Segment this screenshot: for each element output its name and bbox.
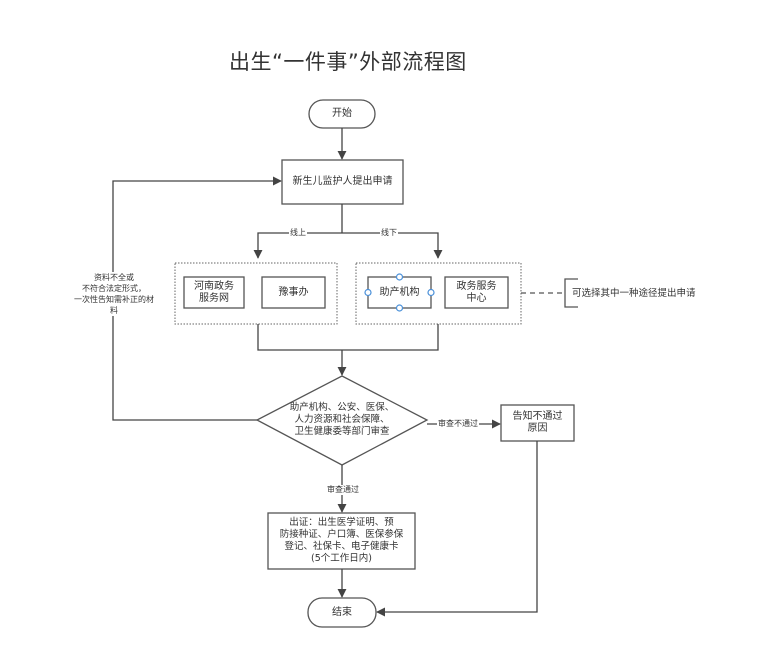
offline-b-node-label: 政务服务 中心 (456, 280, 497, 304)
edge-label-offline: 线下 (380, 228, 398, 238)
selection-handle-left[interactable] (364, 288, 372, 297)
edge-label-not-passed: 审查不通过 (437, 419, 479, 429)
reject-node-label: 告知不通过 原因 (512, 411, 563, 434)
online-a-node-label: 河南政务 服务网 (194, 280, 234, 304)
edge-offline-branch (342, 232, 443, 259)
applicant-node-label: 新生儿监护人提出申请 (292, 176, 393, 187)
edge-online-branch (253, 232, 342, 259)
end-node-label: 结束 (332, 606, 352, 618)
offline-a-node-label: 助产机构 (379, 286, 420, 298)
selection-handle-bottom[interactable] (395, 304, 404, 312)
note-bracket (564, 278, 578, 308)
selection-handle-right[interactable] (427, 288, 435, 297)
edge-label-online: 线上 (289, 228, 307, 238)
edge-label-passed: 审查通过 (326, 485, 360, 495)
selection-handle-top[interactable] (395, 273, 404, 281)
edge-merge (257, 324, 439, 351)
online-b-node-label: 豫事办 (278, 286, 309, 298)
issue-node-label: 出证：出生医学证明、预 防接种证、户口簿、医保参保 登记、社保卡、电子健康卡 (… (279, 517, 404, 564)
edge-reject-to-end (376, 441, 538, 617)
applicant-node-shape[interactable] (281, 159, 404, 205)
online-b-node-shape[interactable] (261, 276, 326, 309)
review-node-label: 助产机构、公安、医保、 人力资源和社会保障、 卫生健康委等部门审查 (289, 402, 395, 437)
online-a-node-shape[interactable] (183, 276, 245, 309)
note-incomplete-materials: 资料不全或 不符合法定形式， 一次性告知需补正的材料 (74, 272, 154, 316)
note-choose-one: 可选择其中一种途径提出申请 (572, 288, 696, 299)
start-node-label: 开始 (332, 108, 352, 119)
issue-node-shape[interactable] (267, 512, 416, 570)
offline-b-node-shape[interactable] (444, 276, 509, 309)
reject-node-shape[interactable] (500, 404, 575, 442)
online-group (174, 262, 338, 325)
end-node-shape[interactable] (307, 597, 377, 628)
page-title: 出生“一件事”外部流程图 (229, 50, 467, 74)
